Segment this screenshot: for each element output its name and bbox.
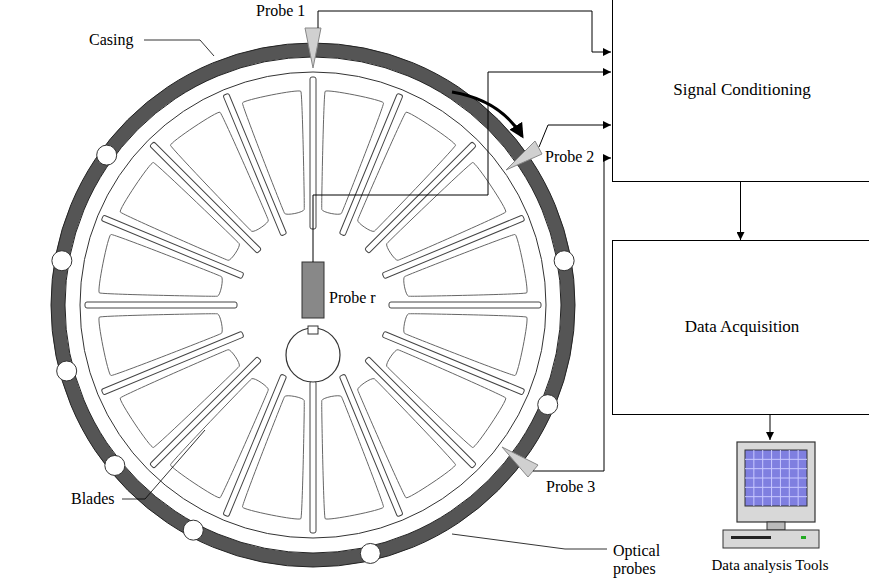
- part-label: Probe r: [328, 289, 377, 307]
- part-label: Probe 2: [544, 148, 595, 166]
- blade-pocket: [99, 314, 222, 376]
- leader-lines: [122, 40, 607, 549]
- node-label: Data analysis Tools: [712, 556, 829, 574]
- blade-pocket: [322, 396, 384, 519]
- process-box: Signal Conditioning: [612, 0, 869, 182]
- blade-slot: [365, 357, 477, 469]
- blade-pocket: [242, 91, 304, 214]
- optical-probe: [52, 251, 72, 271]
- computer-node: Data analysis Tools: [695, 440, 845, 580]
- optical-probe: [97, 145, 117, 165]
- rotation-arrow: [452, 92, 522, 136]
- probe-wires: [313, 11, 611, 471]
- blade-slot: [382, 215, 525, 279]
- part-label: Blades: [70, 490, 116, 508]
- optical-leader: [452, 534, 607, 549]
- probe-1-sensor: [305, 28, 321, 68]
- optical-probe: [554, 251, 574, 271]
- process-box: Data Acquisition: [612, 240, 869, 415]
- casing-leader: [144, 40, 214, 56]
- keyway: [308, 326, 318, 334]
- part-label: Probe 1: [255, 2, 306, 20]
- blade-slot: [365, 142, 477, 254]
- blade-pocket: [358, 379, 456, 498]
- node-label: Signal Conditioning: [673, 80, 810, 100]
- blade-slot: [339, 374, 403, 517]
- computer-icon: [715, 440, 825, 552]
- flow-arrow: [740, 182, 741, 240]
- blade-slots: [85, 77, 541, 533]
- blade-slot: [223, 93, 287, 236]
- blade-slot: [85, 302, 237, 308]
- blade-slot: [382, 331, 525, 395]
- blade-pocket: [170, 112, 268, 231]
- blade-slot: [223, 374, 287, 517]
- casing-edge: [51, 43, 575, 567]
- flow-arrow: [770, 415, 771, 440]
- probe-2-wire: [539, 125, 611, 147]
- blade-pocket: [404, 234, 527, 296]
- optical-probe: [105, 455, 125, 475]
- optical-probe: [360, 543, 380, 563]
- optical-probe: [57, 361, 77, 381]
- probe-2-sensor: [506, 141, 542, 170]
- probe-1-wire: [318, 11, 611, 52]
- part-label: Casing: [88, 31, 134, 49]
- node-label: Data Acquisition: [685, 317, 800, 337]
- blade-slot: [150, 142, 262, 254]
- blade-pocket: [120, 350, 239, 448]
- blade-slot: [310, 381, 316, 533]
- disk-rim: [80, 72, 546, 538]
- part-label: Probe 3: [545, 478, 596, 496]
- blade-slot: [389, 302, 541, 308]
- blade-slot: [101, 215, 244, 279]
- reference-probe: [302, 262, 324, 318]
- optical-probe: [183, 520, 203, 540]
- hub-bore: [286, 328, 340, 382]
- blades-leader: [122, 430, 205, 499]
- casing-ring: [58, 50, 568, 560]
- optical-probe: [538, 395, 558, 415]
- probe-r-wire: [313, 72, 611, 262]
- part-label: Optical probes: [612, 542, 670, 578]
- probe-3-wire: [533, 158, 611, 471]
- blade-slot: [101, 331, 244, 395]
- casing-inner: [65, 57, 561, 553]
- probe-3-sensor: [502, 447, 538, 477]
- blade-slot: [339, 93, 403, 236]
- blade-slot: [150, 357, 262, 469]
